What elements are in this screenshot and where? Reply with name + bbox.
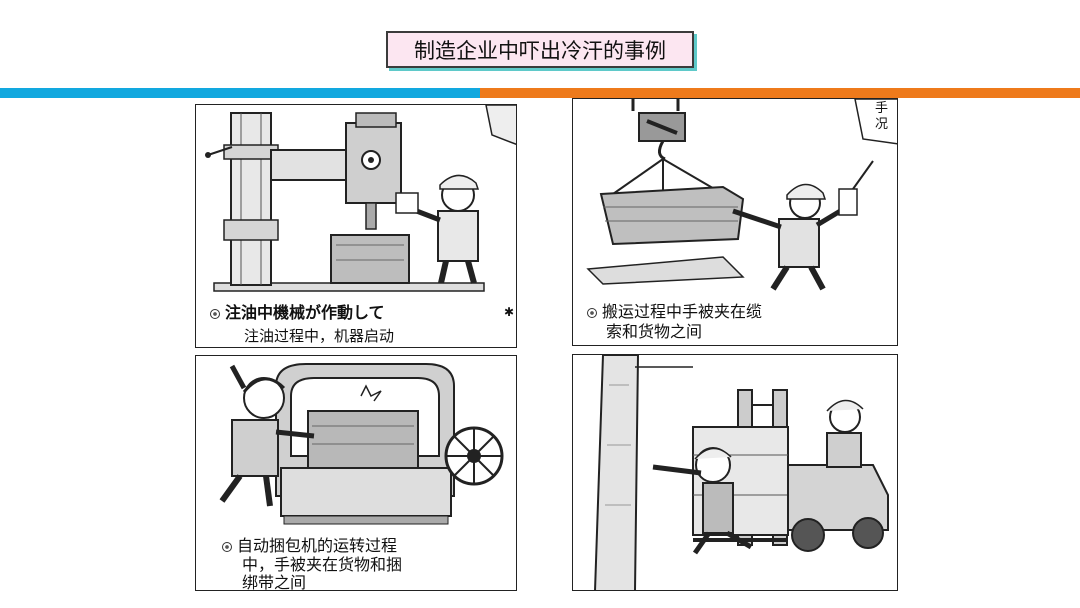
strapping-machine-illustration	[219, 363, 504, 525]
caption-japanese: 注油中機械が作動して	[210, 303, 385, 323]
bullet-icon	[587, 307, 597, 318]
caption-line-3: 绑带之间	[242, 573, 307, 591]
caption-line-2: 索和货物之间	[606, 322, 703, 341]
divider-bar-orange	[480, 88, 1080, 98]
page-title-text: 制造企业中吓出冷汗的事例	[414, 38, 666, 63]
corner-speech-text: 手 况	[875, 101, 889, 133]
illustration-panel-hoisting: 手 况 搬运过程中手被夹在缆 索和货物之间	[572, 98, 898, 346]
divider-bar-blue	[0, 88, 480, 98]
bullet-icon	[210, 308, 220, 319]
illustration-panel-forklift	[572, 354, 898, 591]
caption-line-2: 中，手被夹在货物和捆	[242, 555, 403, 574]
illustration-panel-oiling: 注油中機械が作動して 注油过程中，机器启动 ✱	[195, 104, 517, 348]
asterisk-mark: ✱	[504, 305, 515, 319]
caption-chinese: 注油过程中，机器启动	[244, 327, 395, 345]
caption-line-1: 搬运过程中手被夹在缆	[587, 302, 762, 322]
forklift-illustration	[594, 355, 889, 590]
bullet-icon	[222, 541, 232, 552]
caption-line-1: 自动捆包机的运转过程	[222, 536, 397, 556]
crane-illustration	[586, 99, 897, 291]
illustration-panel-strapping: 自动捆包机的运转过程 中，手被夹在货物和捆 绑带之间	[195, 355, 517, 591]
page-title: 制造企业中吓出冷汗的事例	[386, 31, 694, 68]
drill-press-illustration	[205, 105, 516, 292]
